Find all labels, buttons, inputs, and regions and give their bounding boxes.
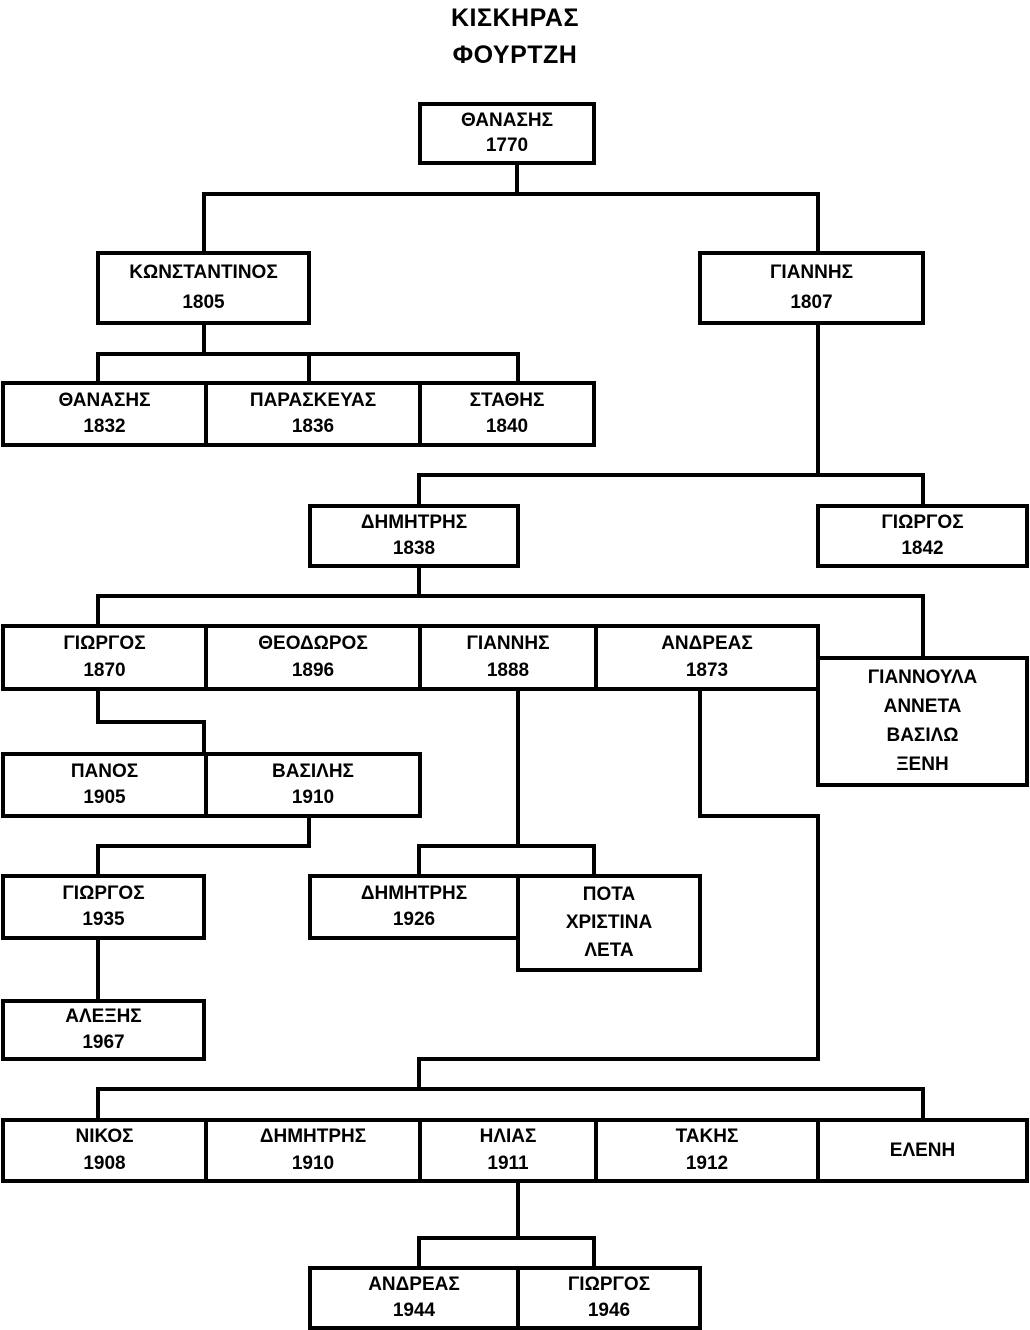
person-birth-year: 1935 — [82, 909, 125, 931]
person-box-paraskevas-1836: ΠΑΡΑΣΚΕΥΑΣ 1836 — [204, 381, 422, 447]
person-birth-year: 1926 — [392, 909, 436, 931]
person-birth-year: 1896 — [291, 660, 335, 682]
person-birth-year: 1905 — [83, 787, 126, 809]
person-box-eleni: ΕΛΕΝΗ — [816, 1118, 1029, 1183]
person-birth-year: 1805 — [182, 291, 225, 313]
person-box-takis-1912: ΤΑΚΗΣ 1912 — [594, 1118, 820, 1183]
person-name: ΞΕΝΗ — [896, 754, 949, 776]
connector-giannis-1807 — [417, 321, 925, 508]
person-name: ΔΗΜΗΤΡΗΣ — [259, 1126, 367, 1148]
person-box-giorgos-1935: ΓΙΩΡΓΟΣ 1935 — [1, 874, 206, 940]
person-name: ΛΕΤΑ — [584, 940, 634, 962]
person-box-giorgos-1842: ΓΙΩΡΓΟΣ 1842 — [816, 504, 1029, 568]
person-name: ΘΑΝΑΣΗΣ — [461, 109, 553, 131]
person-name: ΔΗΜΗΤΡΗΣ — [360, 512, 468, 534]
person-name: ΝΙΚΟΣ — [75, 1126, 134, 1148]
person-birth-year: 1967 — [82, 1031, 125, 1053]
person-birth-year: 1912 — [685, 1152, 729, 1174]
person-box-theodoros-1896: ΘΕΟΔΩΡΟΣ 1896 — [204, 624, 422, 691]
person-name: ΕΛΕΝΗ — [889, 1139, 956, 1161]
person-name: ΓΙΩΡΓΟΣ — [62, 882, 145, 904]
person-birth-year: 1840 — [485, 416, 529, 438]
person-name: ΠΟΤΑ — [582, 884, 636, 906]
person-box-giannis-1807: ΓΙΑΝΝΗΣ 1807 — [698, 251, 925, 325]
person-birth-year: 1910 — [291, 787, 335, 809]
person-box-thanasis-1770: ΘΑΝΑΣΗΣ 1770 — [418, 102, 596, 165]
person-box-panos-1905: ΠΑΝΟΣ 1905 — [1, 752, 208, 818]
person-box-vasilis-1910: ΒΑΣΙΛΗΣ 1910 — [204, 752, 422, 818]
person-name: ΣΤΑΘΗΣ — [469, 389, 545, 411]
person-box-daughters-1888: ΠΟΤΑ ΧΡΙΣΤΙΝΑ ΛΕΤΑ — [516, 874, 702, 972]
person-box-dimitris-1838: ΔΗΜΗΤΡΗΣ 1838 — [308, 504, 520, 568]
person-name: ΠΑΡΑΣΚΕΥΑΣ — [249, 389, 377, 411]
person-box-giannis-1888: ΓΙΑΝΝΗΣ 1888 — [418, 624, 598, 691]
person-name: ΓΙΑΝΝΗΣ — [770, 262, 853, 284]
person-name: ΒΑΣΙΛΩ — [886, 725, 959, 747]
person-birth-year: 1807 — [790, 291, 833, 313]
person-name: ΓΙΑΝΝΟΥΛΑ — [867, 667, 978, 689]
person-box-andreas-1873: ΑΝΔΡΕΑΣ 1873 — [594, 624, 820, 691]
person-box-ilias-1911: ΗΛΙΑΣ 1911 — [418, 1118, 598, 1183]
person-name: ΑΝΔΡΕΑΣ — [368, 1274, 460, 1296]
connector-dimitris-1838 — [96, 564, 925, 659]
person-box-nikos-1908: ΝΙΚΟΣ 1908 — [1, 1118, 208, 1183]
person-birth-year: 1842 — [901, 538, 944, 560]
person-birth-year: 1911 — [487, 1152, 529, 1174]
connector-vasilis-1910 — [96, 814, 311, 878]
person-name: ΗΛΙΑΣ — [479, 1126, 537, 1148]
connector-giannis-1888 — [417, 687, 596, 878]
person-box-giorgos-1870: ΓΙΩΡΓΟΣ 1870 — [1, 624, 208, 691]
person-birth-year: 1888 — [486, 660, 530, 682]
person-name: ΑΝΔΡΕΑΣ — [661, 633, 753, 655]
person-name: ΒΑΣΙΛΗΣ — [272, 760, 354, 782]
person-name: ΧΡΙΣΤΙΝΑ — [565, 912, 653, 934]
connector-ilias-1911 — [417, 1179, 596, 1270]
person-name: ΑΛΕΞΗΣ — [65, 1006, 142, 1028]
person-name: ΚΩΝΣΤΑΝΤΙΝΟΣ — [129, 262, 278, 284]
person-name: ΘΑΝΑΣΗΣ — [58, 389, 151, 411]
connector-andreas-1873 — [96, 687, 925, 1122]
tree-title-line-2: ΦΟΥΡΤΖΗ — [452, 41, 578, 69]
person-box-daughters-1838: ΓΙΑΝΝΟΥΛΑ ΑΝΝΕΤΑ ΒΑΣΙΛΩ ΞΕΝΗ — [816, 656, 1029, 787]
person-birth-year: 1770 — [485, 135, 529, 157]
person-name: ΑΝΝΕΤΑ — [883, 696, 962, 718]
person-box-andreas-1944: ΑΝΔΡΕΑΣ 1944 — [308, 1266, 520, 1330]
person-birth-year: 1832 — [83, 416, 126, 438]
person-box-giorgos-1946: ΓΙΩΡΓΟΣ 1946 — [516, 1266, 702, 1330]
person-box-alexis-1967: ΑΛΕΞΗΣ 1967 — [1, 999, 206, 1061]
person-name: ΤΑΚΗΣ — [675, 1126, 739, 1148]
person-box-dimitris-1910: ΔΗΜΗΤΡΗΣ 1910 — [204, 1118, 422, 1183]
person-name: ΓΙΑΝΝΗΣ — [466, 633, 550, 655]
connector-konstantinos-1805 — [96, 321, 520, 385]
person-birth-year: 1946 — [587, 1300, 631, 1322]
person-name: ΔΗΜΗΤΡΗΣ — [360, 882, 468, 904]
person-name: ΠΑΝΟΣ — [70, 760, 139, 782]
person-birth-year: 1873 — [685, 660, 729, 682]
person-birth-year: 1870 — [83, 660, 126, 682]
person-name: ΓΙΩΡΓΟΣ — [567, 1274, 651, 1296]
person-birth-year: 1910 — [291, 1152, 335, 1174]
person-birth-year: 1908 — [83, 1152, 126, 1174]
person-box-dimitris-1926: ΔΗΜΗΤΡΗΣ 1926 — [308, 874, 520, 940]
person-box-stathis-1840: ΣΤΑΘΗΣ 1840 — [418, 381, 596, 447]
person-birth-year: 1838 — [392, 538, 436, 560]
person-box-thanasis-1832: ΘΑΝΑΣΗΣ 1832 — [1, 381, 208, 447]
person-birth-year: 1944 — [392, 1300, 436, 1322]
person-box-konstantinos-1805: ΚΩΝΣΤΑΝΤΙΝΟΣ 1805 — [96, 251, 311, 325]
person-name: ΓΙΩΡΓΟΣ — [881, 512, 964, 534]
connector-giorgos-1870 — [96, 687, 206, 756]
person-name: ΓΙΩΡΓΟΣ — [63, 633, 146, 655]
person-name: ΘΕΟΔΩΡΟΣ — [258, 633, 368, 655]
tree-title-line-1: ΚΙΣΚΗΡΑΣ — [451, 4, 579, 32]
person-birth-year: 1836 — [291, 416, 335, 438]
connector-thanasis-1770 — [202, 161, 820, 254]
